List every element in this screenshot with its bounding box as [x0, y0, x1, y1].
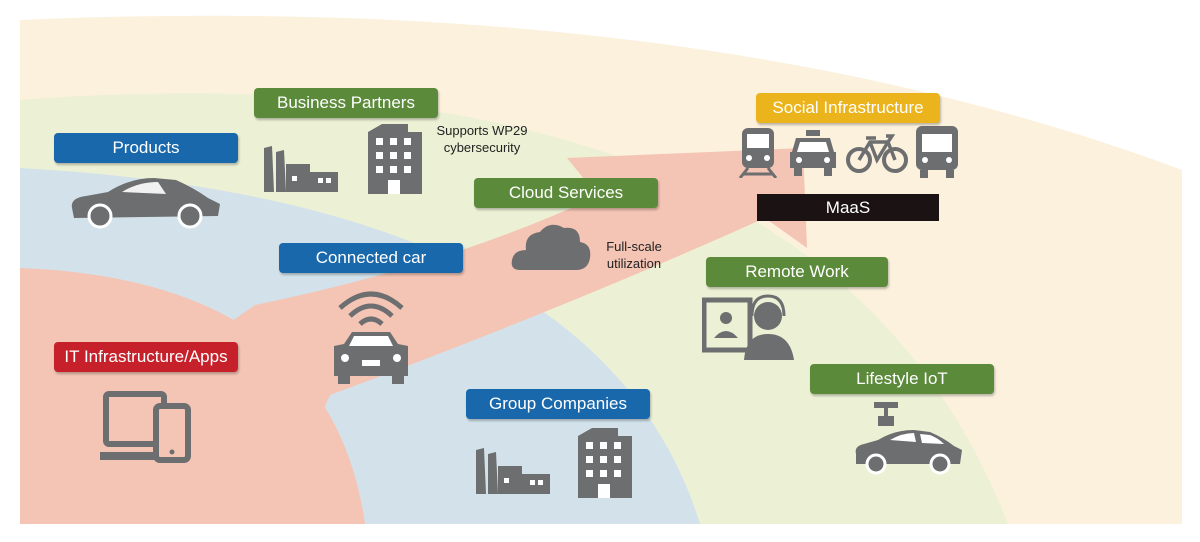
wp29-note: Supports WP29 cybersecurity	[428, 122, 536, 156]
factory-icon	[264, 146, 338, 192]
wp29-note-line2: cybersecurity	[443, 140, 521, 155]
sports-car-icon	[71, 178, 221, 229]
products-label: Products	[54, 133, 238, 163]
remote-work-label: Remote Work	[706, 257, 888, 287]
full-scale-note: Full-scale utilization	[596, 238, 672, 272]
it-infrastructure-label: IT Infrastructure/Apps	[54, 342, 238, 372]
connected-car-icon	[334, 291, 408, 384]
growth-arrow	[140, 148, 807, 524]
remote-worker-icon	[702, 294, 794, 360]
office-building-icon	[578, 428, 632, 498]
cloud-icon	[511, 224, 591, 270]
factory-icon	[476, 448, 550, 494]
cloud-services-label: Cloud Services	[474, 178, 658, 208]
wp29-note-line1: Supports WP29	[436, 123, 528, 138]
connected-car-label: Connected car	[279, 243, 463, 273]
maas-label: MaaS	[757, 194, 939, 221]
office-building-icon	[368, 124, 422, 194]
group-companies-label: Group Companies	[466, 389, 650, 419]
bus-icon	[916, 126, 958, 178]
business-partners-label: Business Partners	[254, 88, 438, 118]
taxi-icon	[790, 130, 836, 176]
lifestyle-iot-label: Lifestyle IoT	[810, 364, 994, 394]
full-scale-note-line2: utilization	[606, 256, 662, 271]
lifestyle-iot-car-icon	[855, 402, 962, 475]
devices-icon	[100, 391, 191, 463]
social-infrastructure-label: Social Infrastructure	[756, 93, 940, 123]
train-icon	[738, 128, 778, 178]
bicycle-icon	[846, 134, 908, 173]
full-scale-note-line1: Full-scale	[606, 239, 662, 254]
